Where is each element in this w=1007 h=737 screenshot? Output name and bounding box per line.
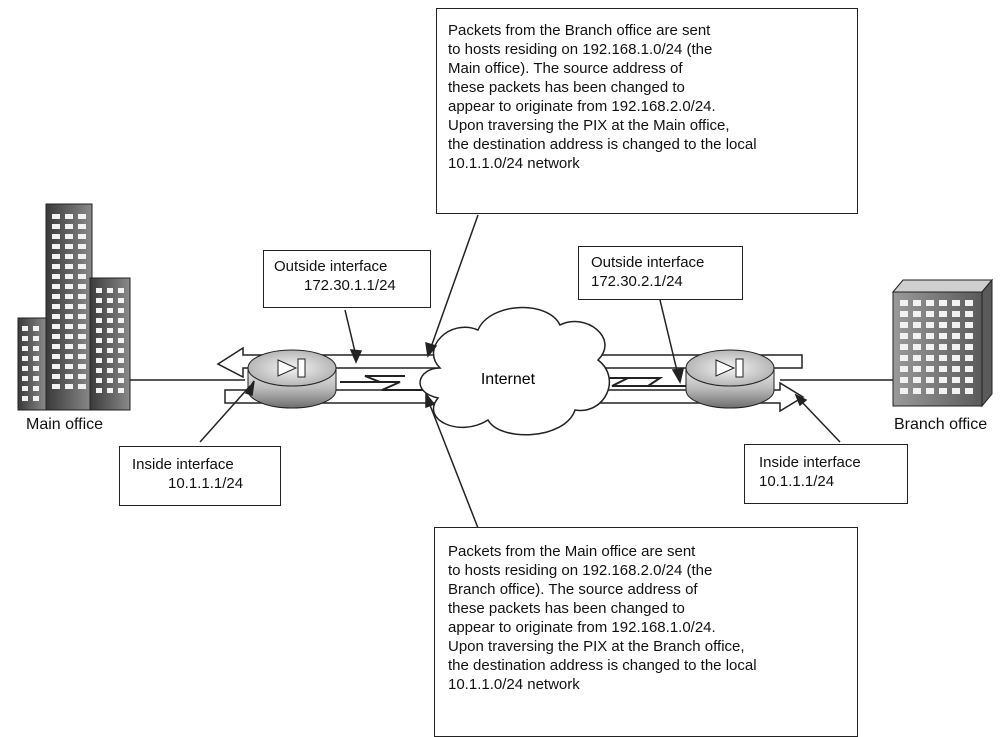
callout-address: 10.1.1.1/24: [168, 475, 244, 492]
note-line: to hosts residing on 192.168.2.0/24 (the: [448, 562, 713, 579]
note-line: the destination address is changed to th…: [448, 136, 757, 153]
note-line: the destination address is changed to th…: [448, 657, 757, 674]
callout-address: 172.30.1.1/24: [304, 277, 396, 294]
note-line: appear to originate from 192.168.1.0/24.: [448, 619, 716, 636]
callout-title: Inside interface: [759, 454, 861, 471]
note-line: these packets has been changed to: [448, 600, 685, 617]
main-pix-router[interactable]: [247, 349, 337, 409]
branch-office-building: [891, 278, 994, 408]
callout-title: Inside interface: [132, 456, 234, 473]
note-line: these packets has been changed to: [448, 79, 685, 96]
branch-to-main-note: Packets from the Branch office are sent …: [436, 8, 858, 214]
note-line: Branch office). The source address of: [448, 581, 698, 598]
note-line: Packets from the Main office are sent: [448, 543, 696, 560]
main-to-branch-note: Packets from the Main office are sent to…: [434, 527, 858, 737]
note-line: Upon traversing the PIX at the Branch of…: [448, 638, 745, 655]
branch-office-label: Branch office: [894, 416, 988, 433]
note-line: 10.1.1.0/24 network: [448, 676, 580, 693]
note-line: appear to originate from 192.168.2.0/24.: [448, 98, 716, 115]
callout-title: Outside interface: [591, 254, 705, 271]
callout-address: 10.1.1.1/24: [759, 473, 835, 490]
callout-leaders: [199, 214, 841, 529]
main-office-label: Main office: [26, 416, 104, 433]
note-line: Upon traversing the PIX at the Main offi…: [448, 117, 730, 134]
main-inside-interface-callout: Inside interface 10.1.1.1/24: [119, 446, 281, 506]
note-line: to hosts residing on 192.168.1.0/24 (the: [448, 41, 713, 58]
branch-pix-router[interactable]: [685, 349, 775, 409]
callout-address: 172.30.2.1/24: [591, 273, 683, 290]
internet-cloud: Internet: [419, 306, 611, 436]
main-outside-interface-callout: Outside interface 172.30.1.1/24: [263, 250, 431, 308]
note-line: Packets from the Branch office are sent: [448, 22, 711, 39]
branch-outside-interface-callout: Outside interface 172.30.2.1/24: [578, 246, 743, 300]
branch-inside-interface-callout: Inside interface 10.1.1.1/24: [744, 444, 908, 504]
note-line: 10.1.1.0/24 network: [448, 155, 580, 172]
main-office-building: [17, 203, 131, 411]
note-line: Main office). The source address of: [448, 60, 683, 77]
callout-title: Outside interface: [274, 258, 388, 275]
internet-label: Internet: [481, 371, 536, 388]
